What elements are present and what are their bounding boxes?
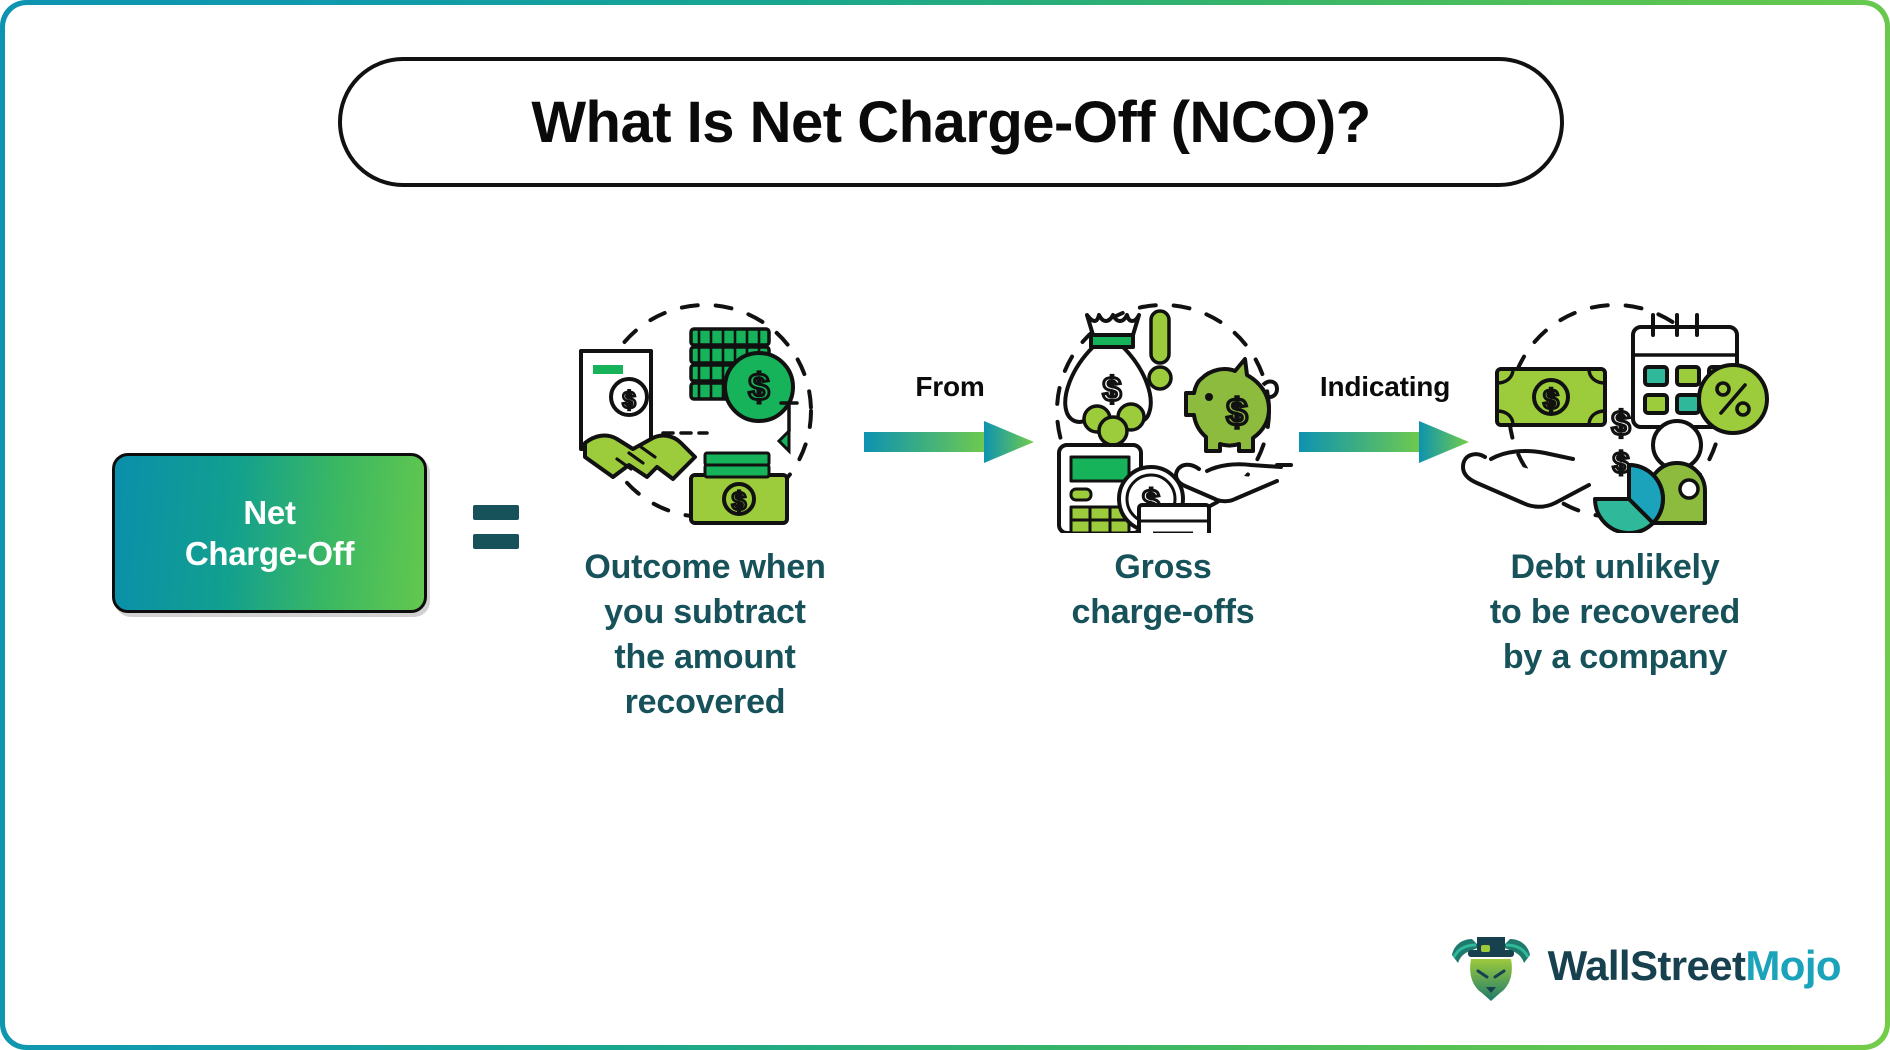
caption-line: Gross <box>1114 548 1212 586</box>
caption-line: Debt unlikely <box>1510 548 1720 586</box>
column-gross-charge-offs-caption: Gross charge-offs <box>1023 545 1303 635</box>
net-charge-off-card-line-1: Net <box>243 493 296 531</box>
svg-text:$: $ <box>1103 371 1122 409</box>
column-outcome-caption: Outcome when you subtract the amount rec… <box>545 545 865 725</box>
money-bag-piggy-bank-icon: $ $ <box>1023 293 1303 551</box>
wallstreetmojo-logo-text: WallStreetMojo <box>1547 942 1842 990</box>
title-pill: What Is Net Charge-Off (NCO)? <box>338 57 1564 187</box>
logo-text-part-2: Mojo <box>1745 942 1841 989</box>
column-gross-charge-offs: $ $ <box>1023 293 1303 635</box>
svg-text:$: $ <box>748 367 769 409</box>
arrow-indicating-label: Indicating <box>1319 371 1451 402</box>
equals-bar-top <box>473 505 519 520</box>
column-unrecoverable-debt-caption: Debt unlikely to be recovered by a compa… <box>1445 545 1785 680</box>
wallstreetmojo-logo[interactable]: WallStreetMojo <box>1448 929 1842 1003</box>
caption-line: to be recovered <box>1489 592 1741 631</box>
caption-line: by a company <box>1502 637 1728 676</box>
hand-cash-calendar-icon: $ $ $ <box>1445 293 1785 535</box>
caption-line: Outcome when <box>584 548 826 586</box>
svg-text:$: $ <box>622 387 636 414</box>
bull-mascot-logo-icon <box>1451 937 1530 1001</box>
equals-bar-bottom <box>473 534 519 549</box>
svg-text:$: $ <box>1612 405 1631 443</box>
arrow-from: From <box>860 371 1040 465</box>
net-charge-off-card: Net Charge-Off <box>112 453 427 613</box>
svg-text:$: $ <box>1613 447 1630 480</box>
arrow-from-icon <box>864 421 1034 463</box>
svg-text:$: $ <box>1543 384 1559 415</box>
handshake-money-icon: $ $ <box>545 293 865 533</box>
net-charge-off-card-line-2: Charge-Off <box>184 535 355 572</box>
page-title: What Is Net Charge-Off (NCO)? <box>531 89 1371 155</box>
caption-line: you subtract <box>604 592 806 631</box>
logo-text-part-1: WallStreet <box>1547 942 1746 989</box>
arrow-indicating-icon <box>1299 421 1469 463</box>
caption-line: charge-offs <box>1071 592 1255 631</box>
arrow-from-label: From <box>915 371 985 402</box>
column-outcome: $ $ <box>545 293 865 725</box>
column-unrecoverable-debt: $ $ $ <box>1445 293 1785 680</box>
caption-line: the amount <box>614 637 796 676</box>
svg-text:$: $ <box>1226 392 1247 434</box>
caption-line: recovered <box>624 682 786 721</box>
arrow-indicating: Indicating <box>1295 371 1475 465</box>
equals-sign-icon <box>473 505 519 553</box>
svg-text:$: $ <box>732 486 747 516</box>
infographic-canvas: What Is Net Charge-Off (NCO)? Net Charge… <box>5 5 1885 1045</box>
